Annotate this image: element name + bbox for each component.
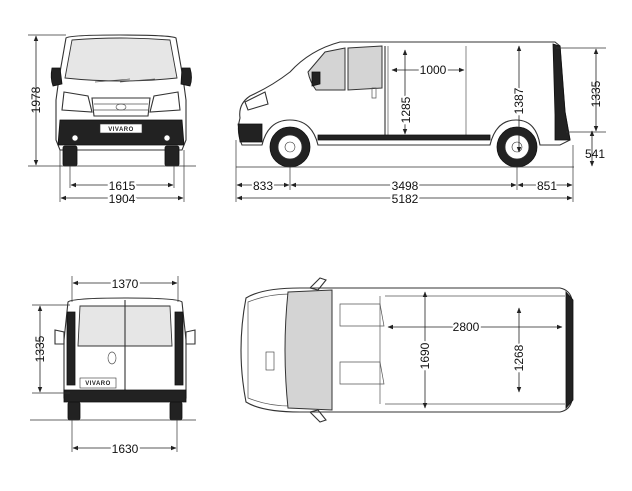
rear-emblem-icon xyxy=(107,351,117,365)
rear-door-width-label: 1370 xyxy=(112,277,139,291)
side-load-length-label: 1000 xyxy=(420,63,447,77)
side-overall-length-label: 5182 xyxy=(392,192,419,206)
rear-door-height-label: 1335 xyxy=(33,335,47,362)
front-grille xyxy=(91,97,151,117)
right-mirror xyxy=(180,67,192,87)
rear-corner-panel xyxy=(552,43,571,141)
front-height-label: 1978 xyxy=(29,86,43,113)
front-left-tyre xyxy=(62,145,78,167)
side-load-height-label: 1285 xyxy=(399,96,413,123)
rear-view: VIVARO 1370 1335 1630 xyxy=(30,275,196,458)
top-load-length-label: 2800 xyxy=(453,320,480,334)
side-view: 1000 1285 1387 1335 541 833 3498 851 518… xyxy=(235,41,606,208)
side-rear-overhang-label: 851 xyxy=(537,179,557,193)
front-windscreen xyxy=(64,37,178,82)
side-ground-clearance-label: 541 xyxy=(585,147,605,161)
right-headlight xyxy=(149,91,181,113)
side-front-overhang-label: 833 xyxy=(253,179,273,193)
rear-left-lamp xyxy=(66,311,76,386)
left-headlight xyxy=(61,91,93,113)
left-mirror xyxy=(50,67,63,87)
rear-track-label: 1630 xyxy=(112,442,139,456)
front-width-label: 1904 xyxy=(109,192,136,206)
front-badge: VIVARO xyxy=(108,127,134,133)
side-roof-height-label: 1335 xyxy=(589,80,603,107)
side-door-window xyxy=(347,45,383,91)
top-load-width-label: 1690 xyxy=(418,342,432,369)
top-view: 2800 1690 1268 xyxy=(240,277,574,423)
front-track-label: 1615 xyxy=(109,179,136,193)
top-arch-width-label: 1268 xyxy=(512,344,526,371)
front-emblem-icon xyxy=(115,103,127,111)
rear-right-lamp xyxy=(174,311,184,386)
side-door-height-label: 1387 xyxy=(512,87,526,114)
top-windscreen xyxy=(284,289,333,411)
rear-badge: VIVARO xyxy=(85,381,111,387)
front-view: VIVARO 1978 1615 1904 xyxy=(28,34,196,208)
side-wheelbase-label: 3498 xyxy=(392,179,419,193)
front-right-tyre xyxy=(164,145,180,167)
